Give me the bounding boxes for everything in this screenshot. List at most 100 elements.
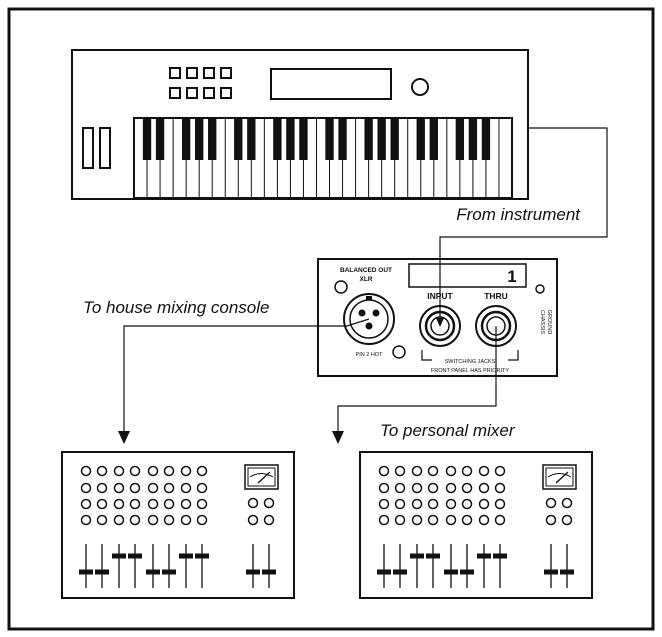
mixer-knob <box>80 514 92 526</box>
fader-cap <box>477 553 491 559</box>
mixer-knob <box>147 514 159 526</box>
di-display-value: 1 <box>507 267 516 286</box>
black-key <box>338 118 347 160</box>
mixer-knob <box>113 465 125 477</box>
mixer-knob <box>427 482 439 494</box>
mixer-knob <box>427 514 439 526</box>
mixer-knob <box>113 498 125 510</box>
mixer-knob <box>196 482 208 494</box>
black-key <box>377 118 386 160</box>
fader-cap <box>410 553 424 559</box>
black-key <box>455 118 465 160</box>
keybed <box>133 117 513 199</box>
vu-arc <box>547 473 572 478</box>
mixer-knob <box>196 514 208 526</box>
keyboard-button-grid <box>169 67 232 99</box>
label-to-personal: To personal mixer <box>380 421 516 440</box>
mixer-knob <box>378 498 390 510</box>
black-key <box>299 118 308 160</box>
fader-cap <box>195 553 209 559</box>
arrow-into-input <box>436 318 444 327</box>
master-fader-cap <box>262 569 276 575</box>
mixer-knob <box>113 482 125 494</box>
black-key <box>155 118 165 160</box>
mixer-knob <box>96 482 108 494</box>
mixer-knob <box>445 514 457 526</box>
screw <box>334 280 348 294</box>
master-fader-cap <box>544 569 558 575</box>
mixer-knob <box>196 498 208 510</box>
arrow-to-house <box>118 431 130 444</box>
black-key <box>273 118 282 160</box>
label-from-instrument: From instrument <box>456 205 581 224</box>
master-knob <box>561 497 573 509</box>
di-box: 1 BALANCED OUT XLR PIN 2 HOT INPUT THRU <box>317 258 558 377</box>
mixer-knob <box>180 465 192 477</box>
black-key <box>390 118 399 160</box>
fader-cap <box>426 553 440 559</box>
cable-to-house <box>123 318 370 432</box>
mixer-knob <box>129 465 141 477</box>
xlr-label: XLR <box>360 276 373 283</box>
fader-cap <box>112 553 126 559</box>
arrow-to-personal <box>332 431 344 444</box>
mixer-knob <box>494 482 506 494</box>
black-key <box>468 118 478 160</box>
mixer-knob <box>461 465 473 477</box>
label-to-house: To house mixing console <box>83 298 270 317</box>
mixer-knob <box>461 482 473 494</box>
mixer-knob <box>394 482 406 494</box>
mixer-knob <box>80 498 92 510</box>
mixer-knob <box>129 498 141 510</box>
fader-cap <box>79 569 93 575</box>
mixer-knob <box>411 498 423 510</box>
fader-cap <box>95 569 109 575</box>
ground-label: GROUND <box>546 310 552 334</box>
fader-cap <box>162 569 176 575</box>
mixer-knob <box>411 465 423 477</box>
mixer-knob <box>163 465 175 477</box>
mixer-knob <box>427 465 439 477</box>
mixer-knob <box>394 465 406 477</box>
black-key <box>247 118 256 160</box>
mixer-knob <box>147 498 159 510</box>
black-key <box>181 118 191 160</box>
mixer-knob <box>96 465 108 477</box>
vu-meter <box>542 464 577 490</box>
master-fader-cap <box>246 569 260 575</box>
mixer-knob <box>478 465 490 477</box>
front-panel-priority-label: FRONT PANEL HAS PRIORITY <box>431 368 509 374</box>
fader-cap <box>444 569 458 575</box>
mixer-knob <box>478 482 490 494</box>
black-key <box>325 118 334 160</box>
cables <box>123 127 608 432</box>
mixer-knob <box>96 514 108 526</box>
pitch-wheel <box>82 127 94 169</box>
mixer-knob <box>163 482 175 494</box>
vu-needle <box>555 471 569 484</box>
mixer-knob <box>411 482 423 494</box>
xlr-connector <box>343 293 395 345</box>
mixer-knob <box>180 498 192 510</box>
outer-frame <box>7 7 655 631</box>
mixer-knob <box>180 482 192 494</box>
mixer-knob <box>129 514 141 526</box>
mixer-knob <box>80 465 92 477</box>
keyboard-knob <box>411 78 429 96</box>
black-key <box>234 118 243 160</box>
mixer-knob <box>478 514 490 526</box>
mixer-knob <box>163 514 175 526</box>
mixer-knob <box>445 465 457 477</box>
mixer-knob <box>180 514 192 526</box>
mixer-knob <box>478 498 490 510</box>
master-knob <box>545 514 557 526</box>
vu-needle <box>257 471 271 484</box>
fader-cap <box>179 553 193 559</box>
keyboard-display <box>270 68 392 100</box>
master-knob <box>263 514 275 526</box>
master-knob <box>561 514 573 526</box>
master-fader-cap <box>560 569 574 575</box>
mixer-knob <box>461 514 473 526</box>
mixer-knob <box>494 465 506 477</box>
